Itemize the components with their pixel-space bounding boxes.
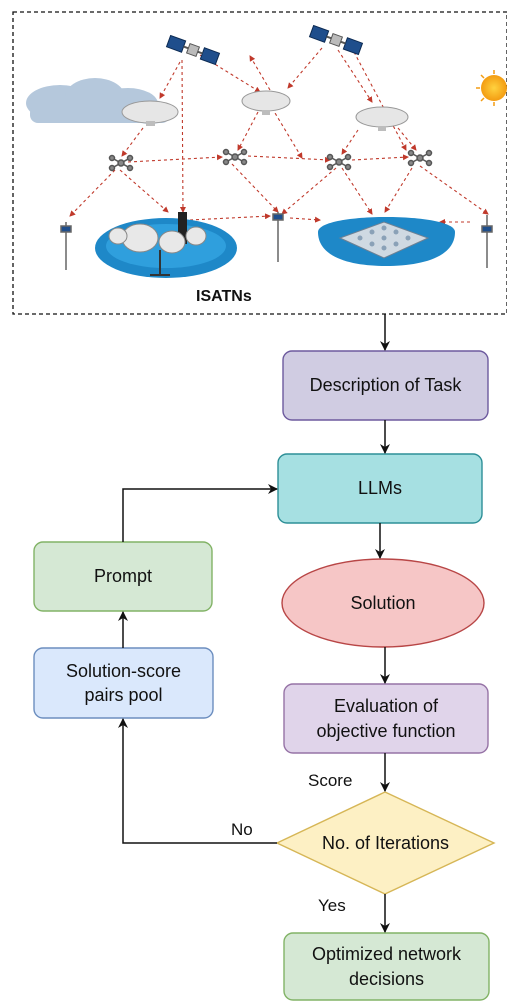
isatns-illustration [12, 11, 507, 315]
airship-icon [241, 90, 291, 115]
task-label: Description of Task [309, 375, 462, 396]
llms-label: LLMs [357, 478, 402, 499]
ground-station-dish-icon [95, 212, 237, 278]
yes-edge-label: Yes [318, 896, 346, 915]
ocean-buoy-field-icon [318, 217, 455, 266]
radio-tower-icon [60, 222, 72, 270]
drone-icon [326, 153, 352, 171]
drone-icon [222, 148, 248, 166]
prompt-label: Prompt [93, 566, 153, 587]
optimized-label: Optimized network decisions [311, 944, 462, 989]
no-edge-label: No [231, 820, 253, 839]
airship-icon [355, 106, 409, 131]
evaluation-box [283, 683, 489, 754]
solution-ellipse [281, 558, 485, 648]
evaluation-label: Evaluation of objective function [316, 696, 456, 741]
arrow-prompt-to-llms [122, 484, 278, 542]
radio-tower-icon [272, 212, 284, 262]
radio-tower-icon [481, 215, 493, 268]
score-edge-label: Score [308, 771, 353, 790]
pool-label: Solution-score pairs pool [65, 660, 182, 705]
drone-icon [108, 154, 134, 172]
iterations-label: No. of Iterations [321, 832, 450, 853]
solution-label: Solution [350, 592, 416, 613]
drone-icon [407, 149, 433, 167]
arrow-iterations-no-to-pool [118, 718, 277, 844]
satellite-icon [308, 24, 364, 56]
sun-icon [476, 70, 507, 106]
network-links [69, 47, 489, 225]
isatns-title: ISATNs [196, 288, 252, 305]
satellite-icon [165, 34, 221, 66]
airship-icon [121, 100, 179, 126]
optimized-box [283, 932, 490, 1001]
